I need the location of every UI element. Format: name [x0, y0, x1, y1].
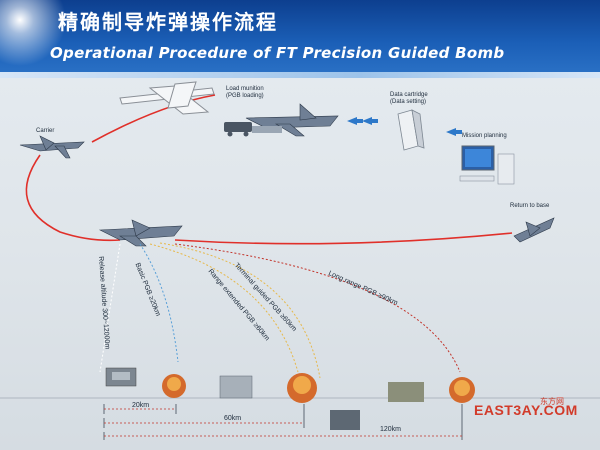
mission-planning-label: Mission planning — [462, 133, 507, 139]
title-english: Operational Procedure of FT Precision Gu… — [50, 44, 505, 62]
banner-stripe — [0, 72, 600, 78]
explosion-1 — [162, 374, 186, 398]
watermark-logo: EAST3AY.COM — [474, 402, 578, 418]
return-path — [174, 232, 513, 245]
watermark-cn: 东方网 — [540, 397, 564, 406]
computer-icon — [459, 145, 515, 185]
distance-120km-label: 120km — [380, 426, 402, 433]
distance-60km-bar — [103, 404, 305, 428]
arrow-left-1 — [347, 117, 462, 136]
distance-20km-label: 20km — [132, 402, 150, 409]
title-chinese: 精确制导炸弹操作流程 — [58, 10, 278, 34]
terminal-guided-trajectory — [159, 242, 321, 379]
title-banner — [0, 0, 600, 78]
long-range-trajectory — [174, 243, 461, 373]
light-glare — [0, 0, 70, 78]
target-map-1 — [219, 375, 253, 399]
load-munition-label: Load munition — [226, 86, 264, 92]
distance-120km-bar — [103, 404, 463, 440]
loading-vehicle — [224, 122, 282, 137]
explosion-2 — [287, 373, 317, 403]
carrier-label: Carrier — [36, 128, 55, 134]
data-cartridge-icon — [397, 109, 425, 151]
returning-aircraft — [513, 217, 555, 243]
range-extended-trajectory — [149, 243, 299, 373]
release-altitude-line — [99, 243, 121, 373]
data-setting-label: (Data setting) — [390, 99, 427, 105]
carrier-aircraft — [19, 135, 85, 159]
explosion-3 — [449, 377, 475, 403]
distance-60km-label: 60km — [224, 415, 242, 422]
return-to-base-label: Return to base — [510, 203, 550, 209]
target-building-1 — [105, 367, 137, 387]
target-building-2 — [388, 382, 424, 402]
attack-aircraft — [98, 219, 183, 247]
data-cartridge-label: Data cartridge — [390, 92, 428, 98]
distance-20km-bar — [103, 404, 177, 414]
pgb-loading-label: (PGB loading) — [226, 93, 264, 99]
target-ship — [330, 410, 360, 430]
basic-pgb-trajectory — [139, 243, 179, 363]
runway-icon — [119, 81, 215, 115]
flight-path — [91, 94, 216, 143]
flight-path-loop — [25, 154, 121, 242]
loaded-aircraft — [245, 103, 339, 137]
